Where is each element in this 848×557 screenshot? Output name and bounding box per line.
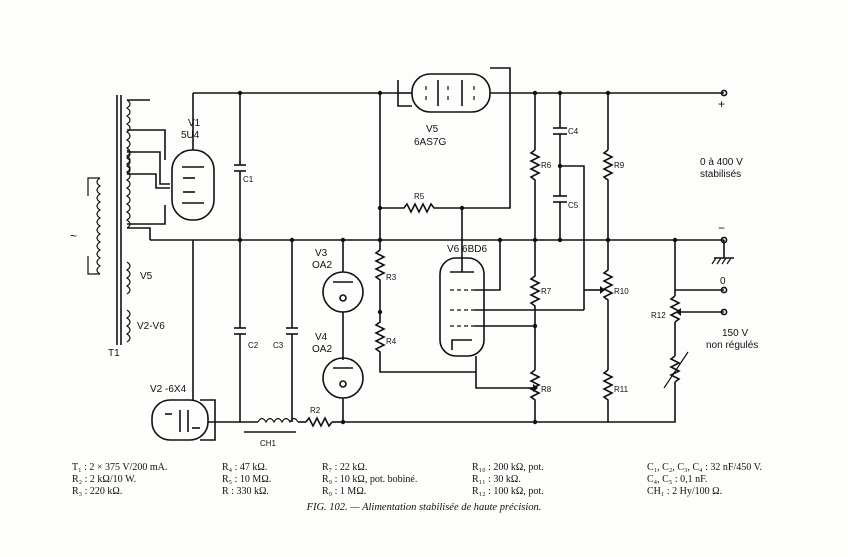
- tube-v4: [322, 357, 364, 422]
- r9-label: R9: [614, 161, 625, 170]
- part-line: R₇ : 22 kΩ.: [322, 462, 368, 473]
- c4-label: C4: [568, 127, 579, 136]
- resistor-r9: [602, 149, 614, 240]
- part-line: C₁, C₂, C₃, C₄ : 32 nF/450 V.: [647, 462, 762, 473]
- figure-caption: FIG. 102. — Alimentation stabilisée de h…: [306, 502, 542, 513]
- potentiometer-r8: [528, 369, 541, 422]
- v3-type: OA2: [312, 260, 332, 271]
- part-line: R₉ : 1 MΩ.: [322, 486, 367, 497]
- resistor-r4: [374, 312, 476, 373]
- v1-label: V1: [188, 118, 201, 129]
- terminal-150v: [720, 308, 728, 316]
- resistor-r11: [602, 369, 614, 422]
- part-line: R₁₁ : 30 kΩ.: [472, 474, 521, 485]
- parts-col-5: C₁, C₂, C₃, C₄ : 32 nF/450 V. C₄, C₅ : 0…: [647, 462, 762, 498]
- r11-label: R11: [614, 385, 629, 394]
- r12-label: R12: [651, 311, 666, 320]
- resistor-r6: [529, 149, 541, 240]
- c5-label: C5: [568, 201, 579, 210]
- t1-label: T1: [108, 348, 120, 359]
- plus-sign: +: [718, 97, 725, 111]
- v4-type: OA2: [312, 344, 332, 355]
- tube-v6: [439, 208, 584, 389]
- tube-v1: [171, 93, 215, 221]
- stabilized-output-label-2: stabilisés: [700, 169, 741, 180]
- part-line: R₉ : 10 kΩ, pot. bobiné.: [322, 474, 418, 485]
- r4-label: R4: [386, 337, 397, 346]
- winding-v5-label: V5: [140, 271, 153, 282]
- terminal-zero: [720, 286, 728, 294]
- capacitor-c5: [553, 195, 567, 240]
- part-line: R : 330 kΩ.: [222, 486, 269, 497]
- v5-label: V5: [426, 124, 439, 135]
- capacitor-c3: [286, 240, 298, 422]
- resistor-r5: [380, 202, 462, 214]
- choke-ch1: [244, 417, 306, 433]
- part-line: R₁₀ : 200 kΩ, pot.: [472, 462, 544, 473]
- mains-symbol: ~: [70, 229, 77, 243]
- nonregulated-label-1: 150 V: [722, 328, 748, 339]
- r8-label: R8: [541, 385, 552, 394]
- minus-sign: −: [718, 221, 725, 235]
- part-line: R₃ : 220 kΩ.: [72, 486, 123, 497]
- capacitor-c1: [234, 93, 246, 240]
- parts-col-4: R₁₀ : 200 kΩ, pot. R₁₁ : 30 kΩ. R₁₂ : 10…: [472, 462, 544, 498]
- capacitor-c4: [553, 93, 567, 196]
- part-line: CH₁ : 2 Hy/100 Ω.: [647, 486, 723, 497]
- transformer-t1: [87, 95, 131, 345]
- part-line: R₂ : 2 kΩ/10 W.: [72, 474, 137, 485]
- r7-label: R7: [541, 287, 552, 296]
- c2-label: C2: [248, 341, 259, 350]
- winding-v2v6-label: V2-V6: [137, 321, 165, 332]
- part-line: C₄, C₅ : 0,1 nF.: [647, 474, 708, 485]
- r6-label: R6: [541, 161, 552, 170]
- part-line: R₄ : 47 kΩ.: [222, 462, 268, 473]
- v3-label: V3: [315, 248, 328, 259]
- parts-col-2: R₄ : 47 kΩ. R₅ : 10 MΩ. R : 330 kΩ.: [222, 462, 271, 498]
- c1-label: C1: [243, 175, 254, 184]
- resistor-r7: [529, 240, 541, 370]
- tube-v5: [397, 67, 724, 209]
- circuit-schematic: ~ V5 V2-V6 T1 V1 5U4 C1: [70, 67, 758, 448]
- potentiometer-r10: [602, 240, 614, 370]
- capacitor-c2: [234, 240, 246, 422]
- ch1-label: CH1: [260, 439, 277, 448]
- terminal-plus: [720, 89, 728, 97]
- r2-label: R2: [310, 406, 321, 415]
- parts-col-1: T₁ : 2 × 375 V/200 mA. R₂ : 2 kΩ/10 W. R…: [72, 462, 167, 498]
- c3-label: C3: [273, 341, 284, 350]
- part-line: T₁ : 2 × 375 V/200 mA.: [72, 462, 168, 473]
- resistor-r3: [374, 249, 386, 312]
- resistor-r2: [305, 416, 343, 428]
- r3-label: R3: [386, 273, 397, 282]
- r5-label: R5: [414, 192, 425, 201]
- stabilized-output-label-1: 0 à 400 V: [700, 157, 743, 168]
- v6-label: V6 6BD6: [447, 244, 487, 255]
- ground-symbol: [711, 240, 734, 265]
- tube-v3: [322, 240, 364, 360]
- v1-type: 5U4: [181, 130, 200, 141]
- terminal-minus: [720, 236, 728, 244]
- tube-v2: [151, 240, 258, 441]
- v5-type: 6AS7G: [414, 137, 446, 148]
- v4-label: V4: [315, 332, 328, 343]
- v2-label: V2 -6X4: [150, 384, 187, 395]
- zero-label: 0: [720, 276, 726, 287]
- part-line: R₅ : 10 MΩ.: [222, 474, 272, 485]
- nonregulated-label-2: non régulés: [706, 340, 758, 351]
- parts-col-3: R₇ : 22 kΩ. R₉ : 10 kΩ, pot. bobiné. R₉ …: [322, 462, 417, 498]
- r10-label: R10: [614, 287, 629, 296]
- potentiometer-r12: [608, 240, 724, 423]
- part-line: R₁₂ : 100 kΩ, pot.: [472, 486, 544, 497]
